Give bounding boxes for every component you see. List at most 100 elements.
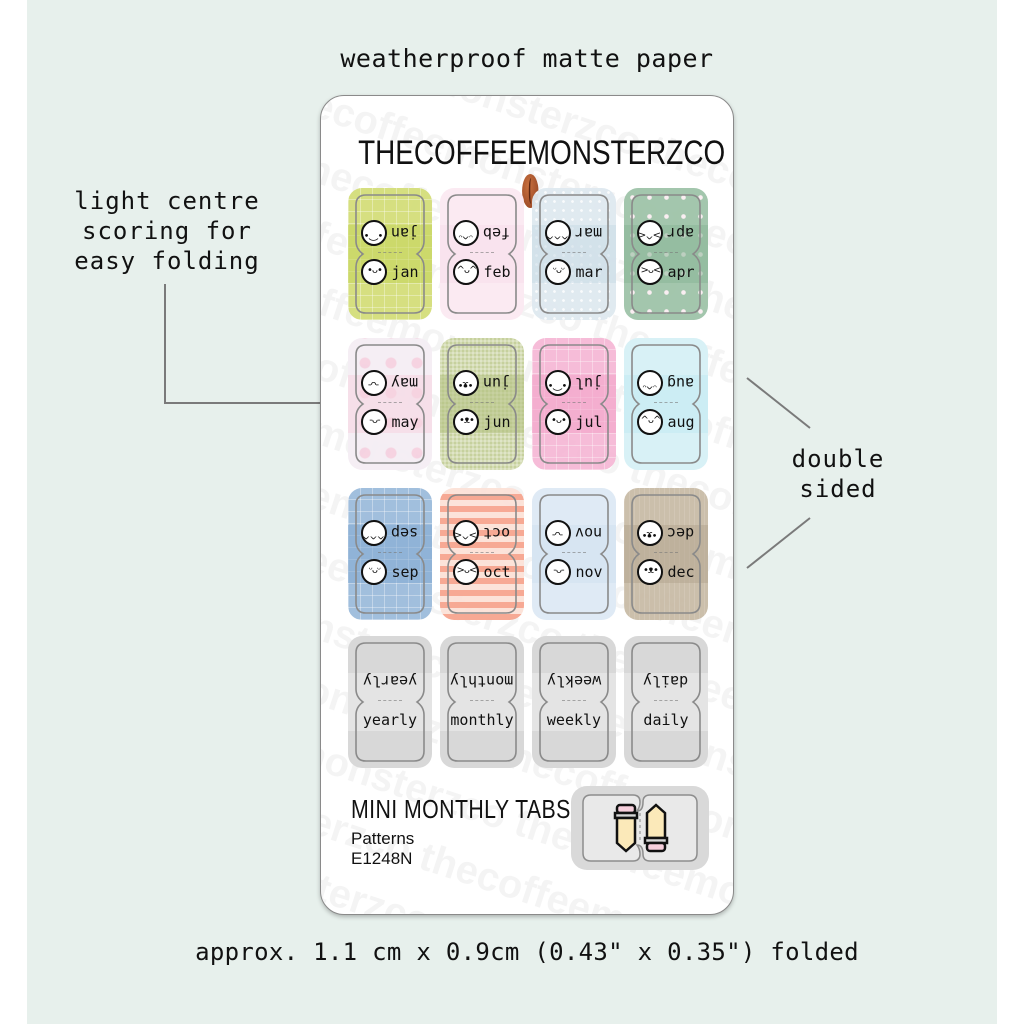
tab-back-side: •ᴥ•jun [440,368,524,398]
fold-score-line [470,252,494,253]
tab-fold-outline [355,642,425,762]
tab-label: may [391,413,419,431]
tab-front-side: •ᴥ•jun [440,407,524,437]
monster-face-icon: •ᴥ• [637,559,664,585]
tab-front-side: daily [624,705,708,735]
fold-score-line [654,700,678,701]
tab-front-side: yearly [348,705,432,735]
monster-face-icon: -ᴗ- [545,559,572,585]
product-title: MINI MONTHLY TABS [351,794,571,824]
watermark-line: thecoffeemonsterzco thecoffeemonsterzco … [321,875,733,914]
monster-face-icon: ᵕᴗᵕ [361,559,388,585]
product-subtitle: Patterns [351,829,415,848]
tab-back-side: monthly [440,666,524,696]
double-sided-caption-line: sided [799,475,877,503]
monster-face-icon: •⌒• [545,370,572,396]
tab-fold-outline [539,194,609,314]
tab-label: daily [643,672,689,690]
monster-face-icon: ᵕ^ᵕ [637,370,664,396]
paper-caption: weatherproof matte paper [340,44,714,73]
tab-label: jul [575,374,603,392]
tab-fold-outline [447,494,517,614]
tab-front-side: >ᴗ<apr [624,257,708,287]
tab-fold-outline [631,494,701,614]
tab-fold-outline [355,194,425,314]
word-tab: daily daily [624,636,708,768]
tab-label: mar [575,263,603,281]
pencil-icon [613,803,639,853]
tab-outline [538,193,610,315]
tab-front-side: weekly [532,705,616,735]
double-sided-caption-line: double [791,445,885,473]
scoring-caption: light centre scoring for easy folding [52,186,282,276]
monster-face-icon: •⌒• [361,220,388,246]
pencil-tab-outline [582,794,698,862]
monster-face-icon: ^^^ [361,520,388,546]
tab-label: jul [575,413,603,431]
tab-label: weekly [546,711,602,729]
fold-score-line [378,552,402,553]
fold-score-line [562,552,586,553]
tab-fold-outline [447,194,517,314]
tab-fold-outline [631,642,701,762]
tab-outline [446,193,518,315]
tab-outline [354,493,426,615]
tab-outline [630,641,702,763]
monster-face-icon: ᵕᴗᵕ [545,259,572,285]
double-sided-caption: double sided [768,444,908,504]
monster-face-icon: ^ᴗ^ [637,409,664,435]
tab-label: oct [483,563,511,581]
tab-label: yearly [362,672,418,690]
tab-label: jun [483,413,511,431]
tab-outline [446,641,518,763]
size-caption: approx. 1.1 cm x 0.9cm (0.43" x 0.35") f… [195,938,859,966]
tab-label: feb [483,224,511,242]
monster-face-icon: -ᴗ- [545,520,572,546]
sticker-sheet: thecoffeemonsterzco thecoffeemonsterzco … [320,95,734,915]
tab-front-side: •ᴗ•jul [532,407,616,437]
monster-face-icon: •ᴗ• [361,259,388,285]
tab-label: dec [667,524,695,542]
fold-score-line [654,252,678,253]
tab-label: nov [575,563,603,581]
pencil-tab [571,786,709,870]
word-tab: yearly yearly [348,636,432,768]
tab-front-side: ^ᴗ^feb [440,257,524,287]
fold-score-line [562,252,586,253]
tab-front-side: -ᴗ-nov [532,557,616,587]
monster-face-icon: •ᴗ• [545,409,572,435]
tab-fold-outline [447,642,517,762]
tab-label: dec [667,563,695,581]
fold-score-line [470,552,494,553]
tab-fold-outline [539,494,609,614]
tab-label: may [391,374,419,392]
tab-fold-outline [539,344,609,464]
tab-outline [354,641,426,763]
brand-logo: THECOFFEEMONSTERZCO [358,134,725,212]
tab-back-side: daily [624,666,708,696]
tab-front-side: monthly [440,705,524,735]
tab-outline [630,193,702,315]
fold-score-line [562,700,586,701]
tab-label: monthly [450,672,514,690]
tab-label: jan [391,224,419,242]
tab-label: mar [575,224,603,242]
tab-outline [630,493,702,615]
monster-face-icon: ^ᴗ^ [453,259,480,285]
tab-back-side: ^^^sep [348,518,432,548]
tab-label: nov [575,524,603,542]
word-tab: monthly monthly [440,636,524,768]
tab-back-side: -ᴗ-nov [532,518,616,548]
tab-back-side: -ᴗ-may [348,368,432,398]
fold-score-line [654,552,678,553]
tab-label: monthly [450,711,514,729]
monster-face-icon: •ᴥ• [453,370,480,396]
scoring-caption-line: light centre [74,187,260,215]
tab-back-side: ^^^mar [532,218,616,248]
